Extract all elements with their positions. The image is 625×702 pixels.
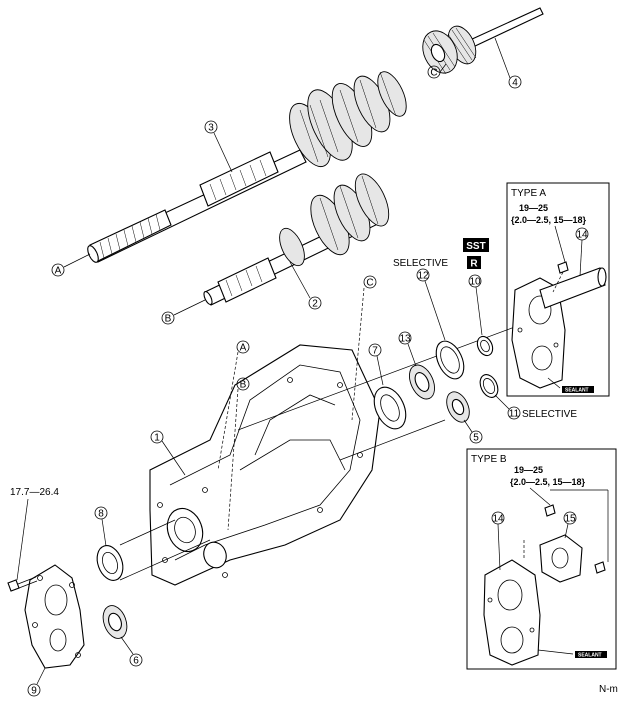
type-b-torque-nm: 19—25 [514, 465, 543, 475]
part-11-shim [479, 374, 499, 398]
part-12-shim [435, 340, 465, 380]
type-a-title: TYPE A [511, 188, 546, 199]
type-b-housing [483, 504, 606, 666]
type-a-sealant: SEALANT [565, 388, 589, 394]
part-13-bearing [409, 364, 435, 400]
part-10-seal [476, 335, 494, 357]
callout-3: 3 [208, 123, 214, 134]
part-4-shaft [422, 7, 544, 75]
type-b-sealant-badge [575, 651, 607, 658]
ref-a-shaft: A [55, 266, 62, 277]
part-6-bearing [102, 605, 128, 639]
diagram-code: N-m [599, 684, 618, 695]
sst-badge [463, 238, 489, 252]
r-badge [467, 256, 481, 269]
callout-13: 13 [399, 334, 411, 345]
callout-6: 6 [133, 656, 139, 667]
callout-2: 2 [312, 299, 318, 310]
part-3-mainshaft [87, 71, 407, 263]
type-b-title: TYPE B [471, 454, 507, 465]
type-a-torque-other: {2.0—2.5, 15—18} [511, 215, 587, 225]
type-a-torque-nm: 19—25 [519, 203, 548, 213]
callout-14-type-a: 14 [576, 230, 588, 241]
selective-label-11: SELECTIVE [522, 409, 577, 420]
callout-15: 15 [564, 514, 576, 525]
callout-1: 1 [154, 433, 160, 444]
callout-4: 4 [512, 78, 518, 89]
part-2-countershaft [203, 173, 390, 306]
bolt-left [7, 576, 38, 592]
ref-c-case: C [366, 278, 373, 289]
sst-label: SST [466, 241, 485, 252]
type-a-box [506, 182, 610, 397]
r-label: R [470, 259, 478, 270]
callout-7: 7 [372, 346, 378, 357]
part-5-bearing [446, 391, 470, 423]
part-7-bearing [373, 386, 407, 430]
ref-b-shaft: B [165, 314, 172, 325]
callout-10: 10 [469, 277, 481, 288]
callout-9: 9 [31, 686, 37, 697]
torque-bolt-label: 17.7—26.4 [10, 487, 59, 498]
type-b-box [466, 448, 617, 670]
part-1-case [149, 344, 381, 586]
callout-14-type-b: 14 [492, 514, 504, 525]
part-9-plate [24, 564, 85, 669]
type-b-sealant: SEALANT [578, 653, 602, 659]
type-b-torque-other: {2.0—2.5, 15—18} [510, 477, 586, 487]
ref-b-case: B [240, 380, 247, 391]
ref-a-case: A [240, 343, 247, 354]
callout-12: 12 [417, 271, 429, 282]
ref-c-gear: C [430, 68, 437, 79]
type-a-housing [511, 261, 607, 389]
callout-5: 5 [473, 433, 479, 444]
callout-11: 11 [509, 409, 520, 420]
selective-label-12: SELECTIVE [393, 258, 448, 269]
part-8-bearing [96, 545, 124, 581]
type-a-sealant-badge [562, 386, 594, 393]
callout-8: 8 [98, 509, 104, 520]
